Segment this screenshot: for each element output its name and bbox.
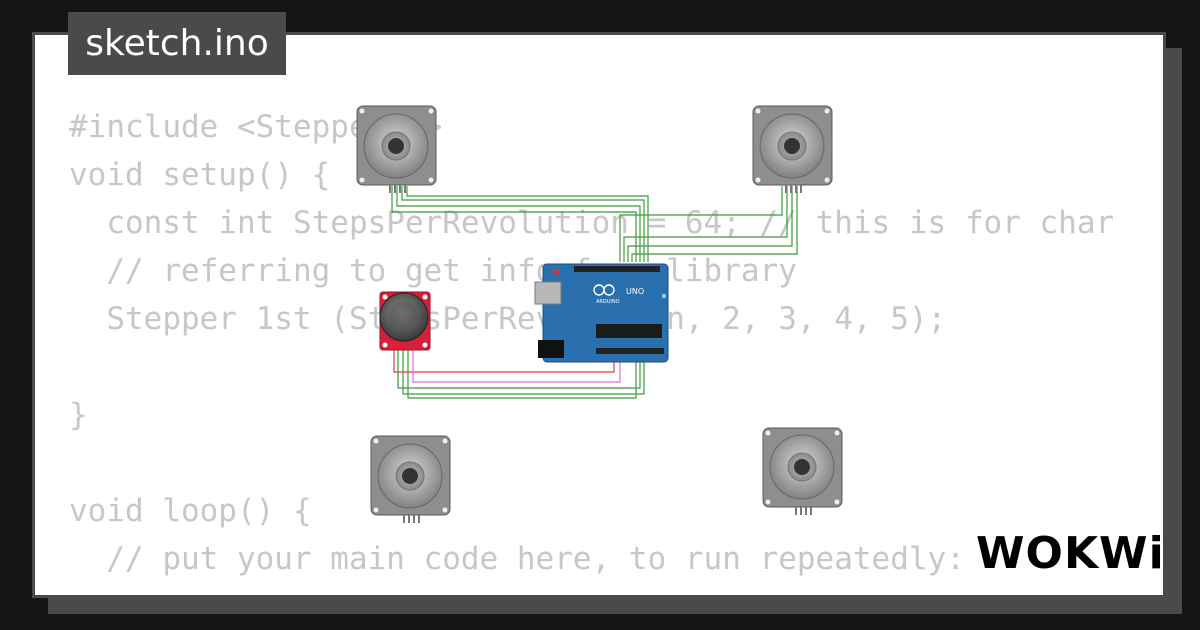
arduino-uno-board[interactable]: UNO ARDUINO [534, 263, 669, 363]
wires-power [393, 350, 621, 383]
board-model-label: UNO [626, 287, 644, 296]
code-line: const int StepsPerRevolution = 64; // th… [69, 205, 1115, 241]
joystick-module[interactable] [379, 291, 431, 351]
power-jack [538, 340, 564, 358]
file-tab[interactable]: sketch.ino [68, 12, 286, 75]
header-bottom [596, 348, 664, 354]
code-line: // put your main code here, to run repea… [69, 541, 965, 577]
stepper-motor-bottom-right[interactable] [762, 427, 843, 515]
microcontroller-chip [596, 324, 662, 338]
board-brand-label: ARDUINO [596, 299, 620, 305]
reset-button [553, 269, 559, 275]
stepper-motor-top-right[interactable] [752, 105, 833, 193]
code-line: // referring to get info from library [69, 253, 797, 289]
header-top [574, 266, 660, 272]
code-line: void loop() { [69, 493, 312, 529]
usb-port [534, 281, 562, 305]
wokwi-logo: WOKWi [976, 528, 1165, 579]
code-line: void setup() { [69, 157, 331, 193]
code-line: } [69, 397, 88, 433]
stepper-motor-top-left[interactable] [356, 105, 437, 193]
stepper-motor-bottom-left[interactable] [370, 435, 451, 523]
